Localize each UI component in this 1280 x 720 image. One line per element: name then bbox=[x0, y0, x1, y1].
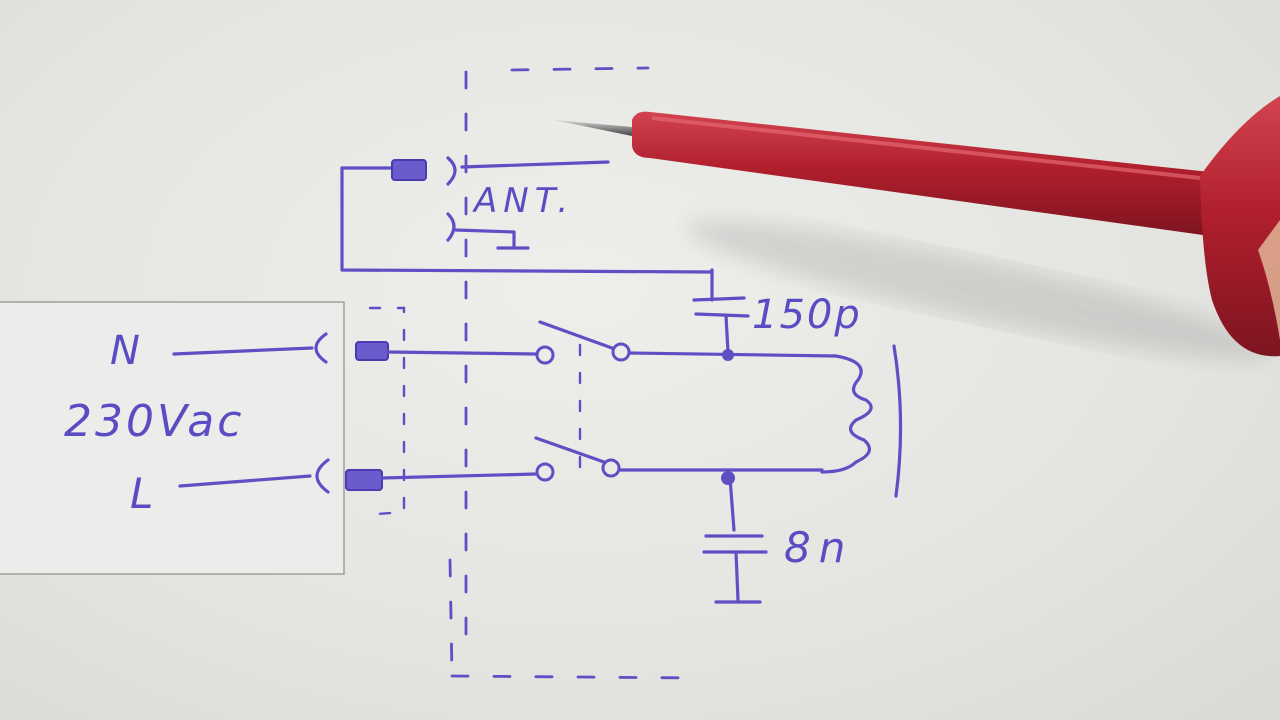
probe-shadow bbox=[686, 221, 1274, 359]
cap-bottom-value: 8n bbox=[784, 523, 853, 572]
cap-top-plate-2 bbox=[694, 312, 750, 318]
antenna-ground-socket-arc bbox=[446, 212, 456, 242]
cap-bottom-lead-lower bbox=[734, 550, 740, 602]
cap-top-lead-lower bbox=[724, 314, 730, 354]
neutral-line bbox=[386, 350, 538, 356]
neutral-junction bbox=[722, 349, 734, 361]
enclosure-bottom-dashed bbox=[450, 674, 702, 680]
live-line bbox=[380, 472, 538, 480]
live-terminal bbox=[345, 469, 383, 491]
neutral-switch-blade bbox=[538, 320, 614, 350]
neutral-switch-contact-b bbox=[611, 342, 631, 362]
enclosure-top-dashed bbox=[510, 66, 650, 72]
live-switch-contact-a bbox=[535, 462, 555, 482]
antenna-socket-arc bbox=[446, 156, 457, 186]
antenna-terminal bbox=[391, 159, 427, 181]
neutral-terminal bbox=[355, 341, 389, 361]
hand-fingertip bbox=[1258, 220, 1280, 340]
probe-tip bbox=[554, 120, 632, 136]
neutral-label: N bbox=[110, 328, 140, 374]
live-label: L bbox=[130, 469, 153, 518]
live-plug-arc bbox=[315, 458, 330, 494]
cap-bottom-lead-upper bbox=[728, 476, 736, 532]
live-junction bbox=[721, 471, 735, 485]
antenna-element-wire bbox=[460, 160, 610, 169]
voltage-label: 230Vac bbox=[64, 396, 244, 447]
cap-top-value: 150p bbox=[752, 292, 862, 338]
live-lead bbox=[178, 474, 312, 488]
probe-shaft bbox=[632, 111, 1210, 236]
live-switch-contact-b bbox=[601, 458, 621, 478]
antenna-label: ANT. bbox=[472, 181, 574, 221]
probe-icon bbox=[554, 96, 1280, 357]
probe-finger-guard bbox=[1200, 96, 1280, 357]
antenna-ground-symbol bbox=[454, 228, 530, 250]
live-switch-blade bbox=[534, 436, 606, 464]
terminal-block-dashed bbox=[362, 306, 406, 517]
neutral-plug-arc bbox=[314, 332, 328, 364]
mains-card bbox=[0, 301, 345, 575]
neutral-lead bbox=[172, 346, 314, 356]
neutral-switch-contact-a bbox=[535, 345, 555, 365]
cap-top-plate-1 bbox=[692, 296, 746, 302]
inductor-coil bbox=[820, 354, 873, 474]
enclosure-left-lower-dashed bbox=[448, 558, 454, 678]
antenna-loop-wire bbox=[340, 166, 714, 274]
inductor-core-line bbox=[892, 344, 903, 498]
probe-highlight bbox=[651, 116, 1201, 180]
